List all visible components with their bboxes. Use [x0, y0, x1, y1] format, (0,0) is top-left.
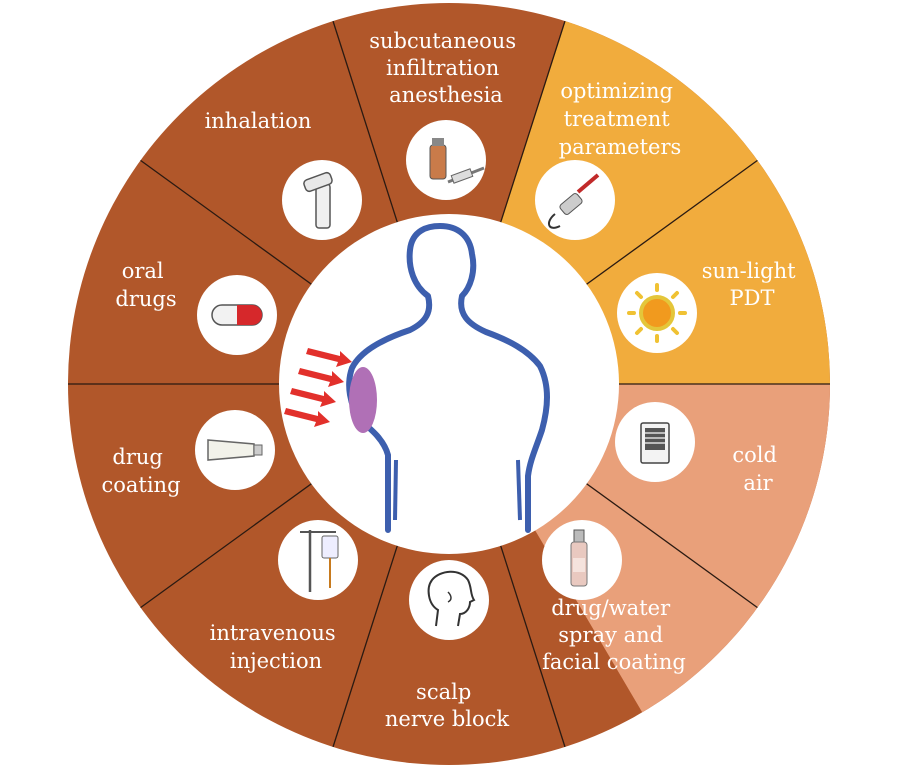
pill-capsule-icon	[211, 304, 263, 326]
label-optimizing: optimizing treatment parameters	[559, 79, 682, 159]
iv-drip-icon	[300, 530, 339, 592]
icon-oral	[197, 275, 277, 355]
ointment-tube-icon	[207, 439, 263, 461]
syringe-vial-icon	[429, 138, 485, 184]
human-silhouette-icon	[346, 223, 550, 533]
arrow-1	[306, 348, 352, 367]
label-drug-coating: drug coating	[101, 445, 180, 497]
icon-optimizing	[535, 160, 615, 240]
icon-inhalation	[282, 160, 362, 240]
arrow-3	[290, 388, 336, 407]
label-spray: drug/water spray and facial coating	[542, 596, 686, 674]
label-scalp: scalp nerve block	[385, 680, 510, 731]
label-inhalation: inhalation	[205, 109, 312, 133]
icon-subcutaneous	[406, 120, 486, 200]
label-intravenous: intravenous injection	[210, 621, 343, 673]
inhaler-icon	[303, 171, 333, 229]
icon-scalp	[409, 560, 489, 640]
treatment-arrows	[284, 348, 352, 427]
icon-sunlight	[617, 273, 697, 353]
icon-cold-air	[615, 402, 695, 482]
head-icon	[427, 570, 476, 627]
shoulder-treatment-area	[349, 367, 377, 433]
label-oral: oral drugs	[115, 259, 176, 311]
arrow-2	[298, 368, 344, 387]
label-subcutaneous: subcutaneous infiltration anesthesia	[369, 29, 523, 107]
air-cooler-icon	[640, 422, 670, 464]
icon-spray	[542, 520, 622, 600]
center-disc	[279, 214, 619, 554]
icon-intravenous	[278, 520, 358, 600]
icon-drug-coating	[195, 410, 275, 490]
spray-bottle-icon	[570, 529, 588, 587]
label-sunlight: sun-light PDT	[702, 259, 802, 310]
laser-probe-icon	[548, 173, 600, 229]
arrow-4	[284, 408, 330, 427]
label-cold-air: cold air	[732, 443, 783, 495]
sun-icon	[627, 283, 687, 343]
